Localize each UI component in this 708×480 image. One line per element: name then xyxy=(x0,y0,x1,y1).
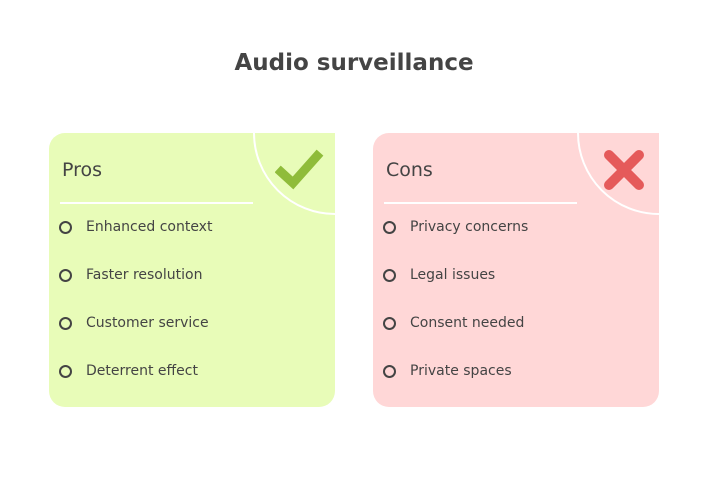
divider xyxy=(384,202,577,204)
pros-list: Enhanced context Faster resolution Custo… xyxy=(59,219,212,407)
circle-bullet-icon xyxy=(59,221,72,234)
item-label: Consent needed xyxy=(410,315,525,331)
pros-heading: Pros xyxy=(62,159,103,181)
circle-bullet-icon xyxy=(383,269,396,282)
diagram-title: Audio surveillance xyxy=(234,50,474,76)
cons-heading: Cons xyxy=(386,159,433,181)
circle-bullet-icon xyxy=(59,269,72,282)
list-item: Private spaces xyxy=(383,363,528,407)
pros-card: Pros Enhanced context Faster resolution … xyxy=(49,133,335,407)
item-label: Enhanced context xyxy=(86,219,213,235)
item-label: Customer service xyxy=(86,315,209,331)
list-item: Privacy concerns xyxy=(383,219,528,267)
circle-bullet-icon xyxy=(383,365,396,378)
list-item: Legal issues xyxy=(383,267,528,315)
checkmark-icon xyxy=(275,149,324,190)
list-item: Customer service xyxy=(59,315,212,363)
circle-bullet-icon xyxy=(59,365,72,378)
x-icon xyxy=(604,150,644,190)
circle-bullet-icon xyxy=(59,317,72,330)
divider xyxy=(60,202,253,204)
list-item: Consent needed xyxy=(383,315,528,363)
cons-list: Privacy concerns Legal issues Consent ne… xyxy=(383,219,528,407)
item-label: Faster resolution xyxy=(86,267,203,283)
item-label: Deterrent effect xyxy=(86,363,198,379)
cons-card: Cons Privacy concerns Legal issues Conse… xyxy=(373,133,659,407)
circle-bullet-icon xyxy=(383,221,396,234)
list-item: Deterrent effect xyxy=(59,363,212,407)
item-label: Privacy concerns xyxy=(410,219,529,235)
list-item: Enhanced context xyxy=(59,219,212,267)
item-label: Private spaces xyxy=(410,363,512,379)
list-item: Faster resolution xyxy=(59,267,212,315)
circle-bullet-icon xyxy=(383,317,396,330)
item-label: Legal issues xyxy=(410,267,496,283)
